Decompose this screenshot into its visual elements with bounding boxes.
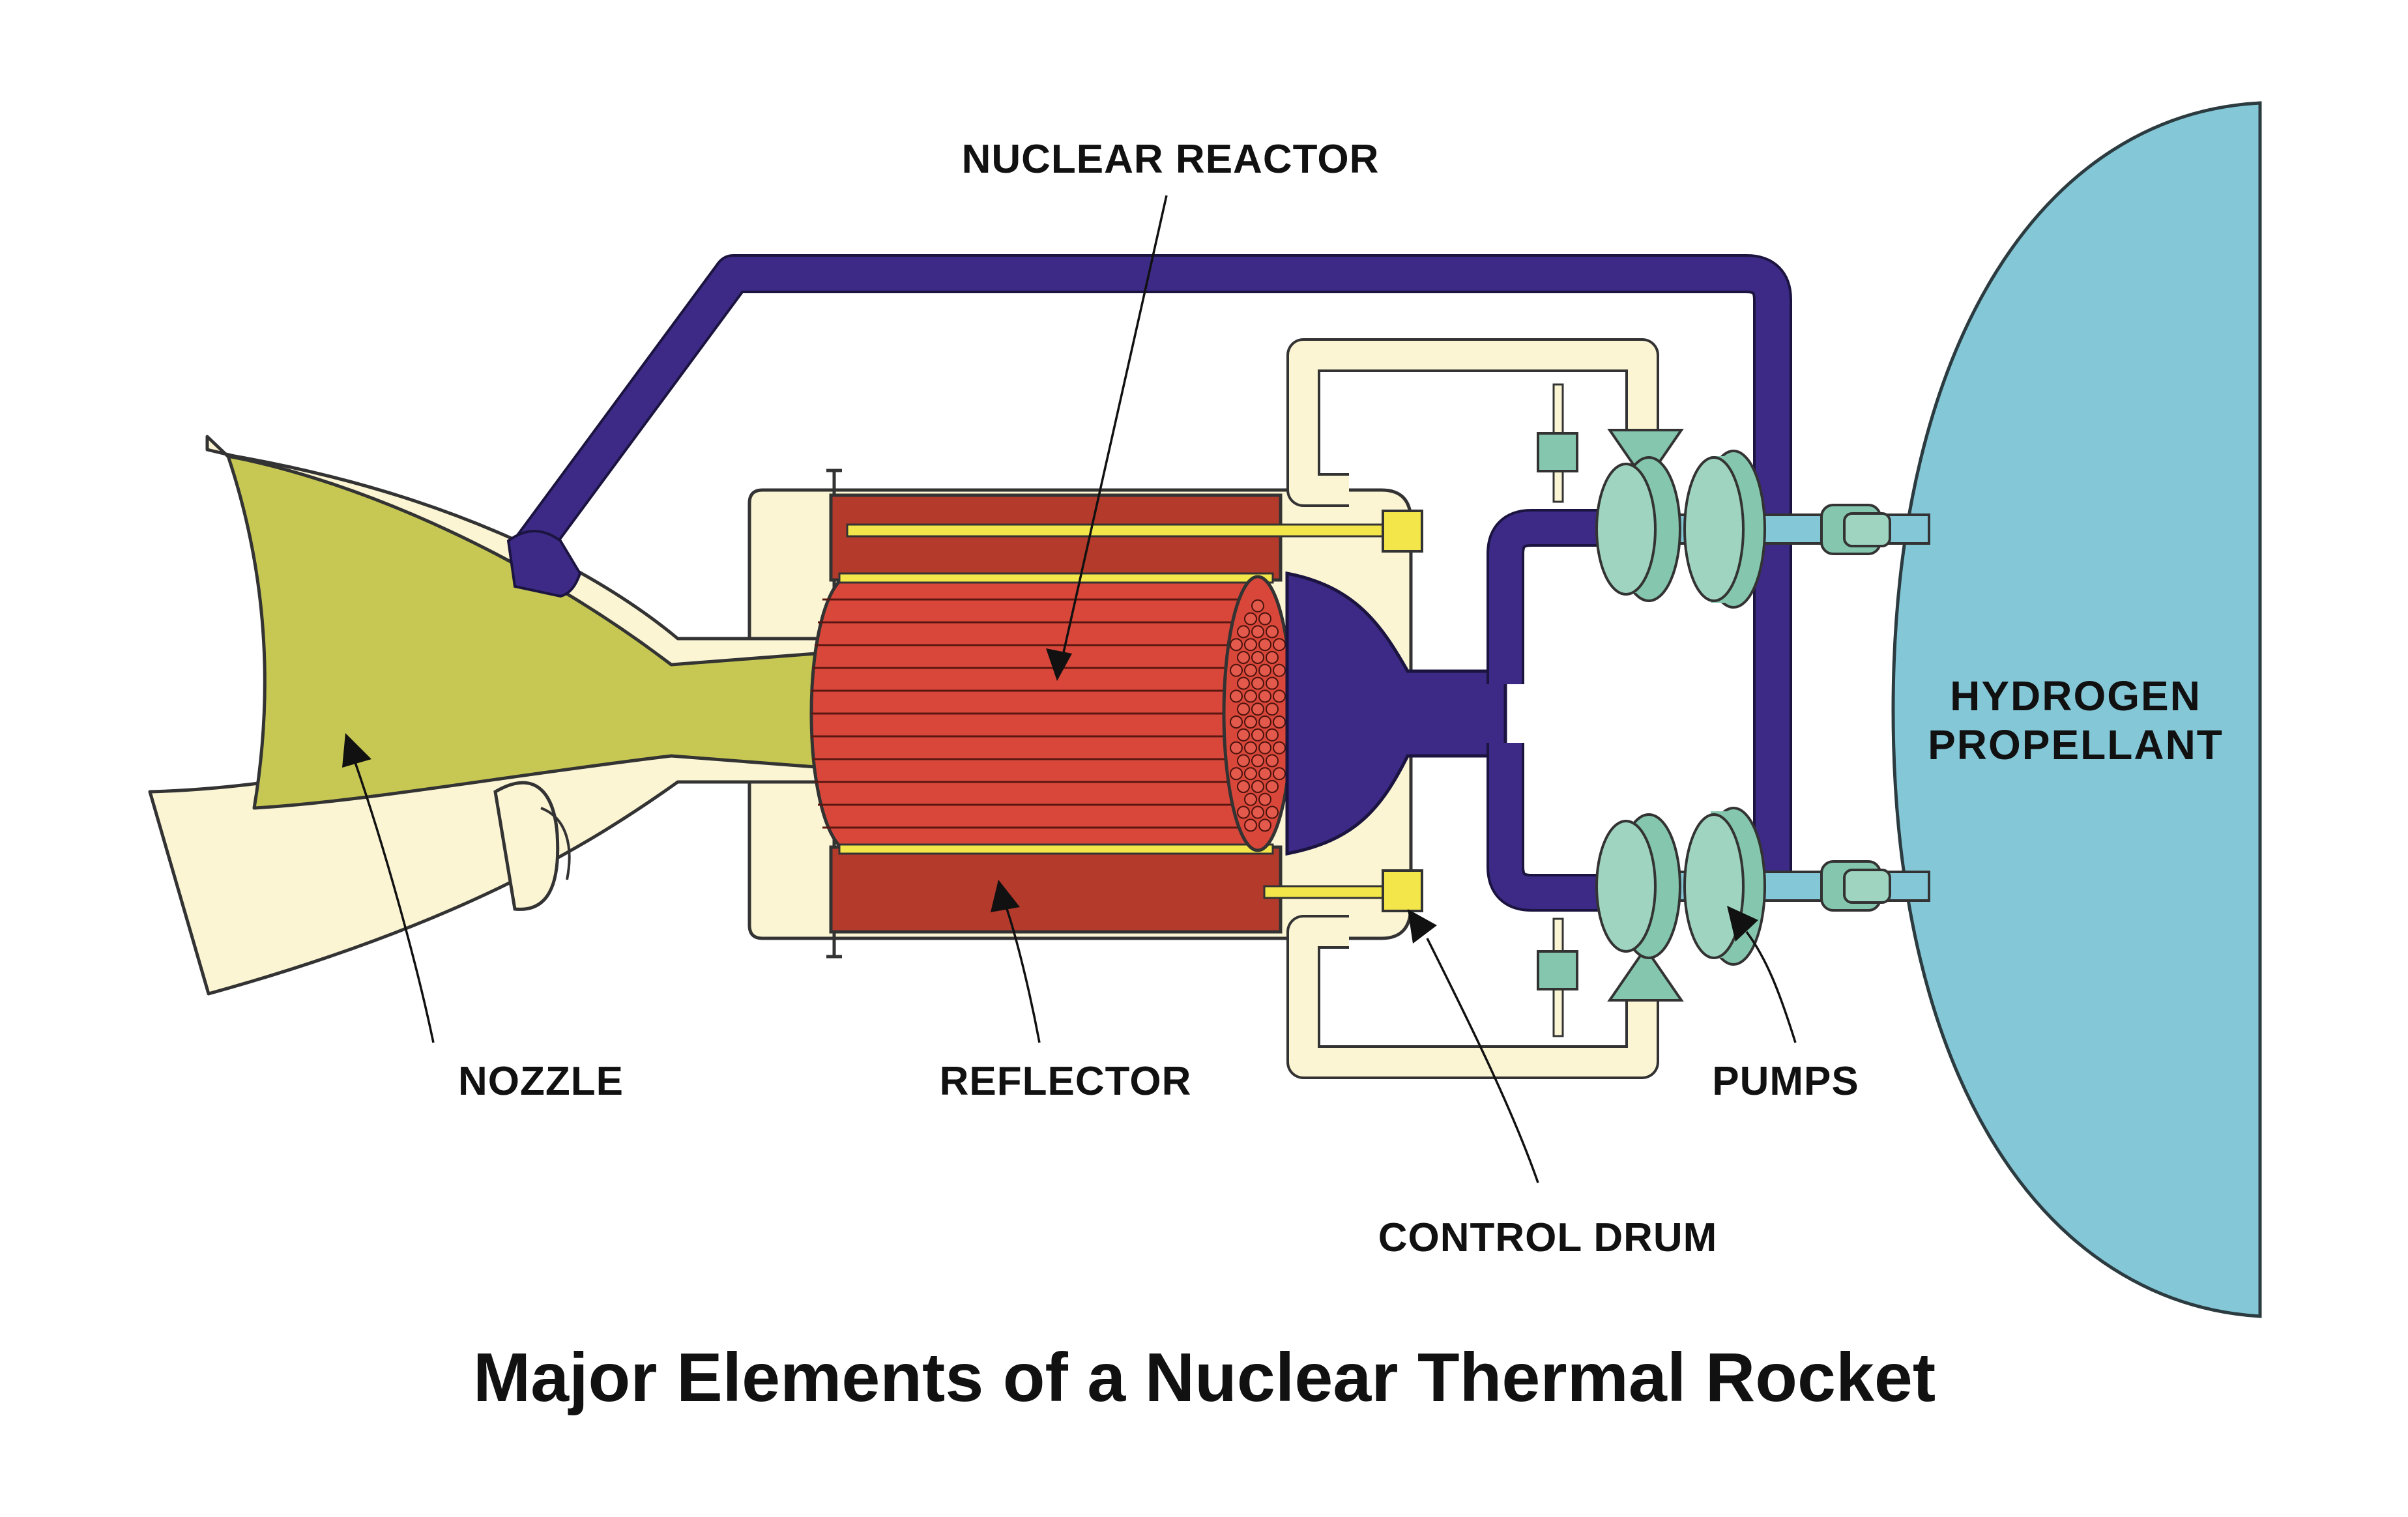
turbine-inlet-upper	[1607, 429, 1684, 485]
label-pumps: PUMPS	[1712, 1059, 1859, 1104]
pump-feed-line-upper-fill	[1489, 512, 1629, 684]
leader-reflector	[991, 880, 1041, 1043]
fuel-channel	[1230, 689, 1243, 703]
fuel-channel	[1251, 625, 1264, 639]
label-control-drum: CONTROL DRUM	[1378, 1215, 1718, 1260]
fuel-channel	[1230, 767, 1243, 781]
reflector-top	[829, 493, 1283, 582]
fuel-channel	[1230, 741, 1243, 755]
core-liner-top	[838, 572, 1274, 584]
control-drum-upper	[1382, 510, 1423, 553]
leader-nozzle	[342, 733, 435, 1043]
reactor-fuel-lines	[811, 598, 1264, 829]
upper-bypass-loop	[1286, 338, 1659, 507]
fuel-channel	[1244, 792, 1257, 806]
fuel-channel	[1237, 728, 1250, 742]
fuel-channel	[1230, 638, 1243, 652]
fuel-channel	[1266, 625, 1279, 639]
fuel-channel	[1251, 599, 1264, 613]
fuel-channel	[1244, 818, 1257, 832]
fuel-channel	[1266, 728, 1279, 742]
fuel-channel	[1237, 651, 1250, 664]
label-hydrogen-line2: PROPELLANT	[1928, 721, 2224, 768]
upper-bypass-loop-fill	[1289, 341, 1657, 504]
fuel-channel	[1237, 625, 1250, 639]
fuel-channel	[1244, 767, 1257, 781]
fuel-channel	[1244, 741, 1257, 755]
fuel-channel	[1266, 780, 1279, 793]
fuel-channel	[1266, 676, 1279, 690]
fuel-channel	[1258, 767, 1271, 781]
fuel-channel	[1230, 663, 1243, 677]
fuel-channel	[1237, 754, 1250, 768]
control-rod-upper	[846, 523, 1402, 538]
fuel-channel	[1258, 818, 1271, 832]
leader-control-drum	[1408, 909, 1539, 1183]
fuel-channel	[1258, 638, 1271, 652]
core-liner-bottom	[838, 843, 1274, 855]
fuel-channel	[1251, 754, 1264, 768]
fuel-channel	[1273, 767, 1286, 781]
diagram-title: Major Elements of a Nuclear Thermal Rock…	[473, 1339, 1936, 1416]
fuel-channel	[1244, 663, 1257, 677]
fuel-channel	[1273, 663, 1286, 677]
fuel-channel	[1251, 728, 1264, 742]
reflector-bottom	[829, 845, 1283, 934]
fuel-channel	[1244, 612, 1257, 626]
fuel-channel	[1230, 715, 1243, 729]
valve-lower	[1537, 950, 1578, 990]
turbine-inlet-lower	[1607, 946, 1684, 1002]
fuel-channel	[1237, 676, 1250, 690]
fuel-channel	[1251, 780, 1264, 793]
fuel-channel	[1251, 805, 1264, 819]
label-hydrogen-line1: HYDROGEN	[1950, 672, 2201, 719]
lower-bypass-loop-fill	[1289, 917, 1657, 1076]
leader-nuclear-reactor	[1046, 195, 1168, 681]
fuel-channel	[1244, 715, 1257, 729]
control-rod-lower	[1263, 885, 1402, 899]
fuel-channel	[1244, 689, 1257, 703]
valve-upper	[1537, 432, 1578, 472]
pump-assembly-upper	[1595, 450, 1891, 609]
fuel-channel	[1258, 715, 1271, 729]
fuel-channel	[1244, 638, 1257, 652]
fuel-channel	[1266, 754, 1279, 768]
nozzle-throat-bulge	[493, 781, 560, 911]
fuel-channel	[1273, 638, 1286, 652]
coolant-pipe-elbow	[506, 530, 582, 598]
lower-bypass-loop	[1286, 915, 1659, 1079]
fuel-channel	[1273, 715, 1286, 729]
fuel-channel	[1266, 651, 1279, 664]
fuel-channel	[1251, 676, 1264, 690]
fuel-channel	[1251, 651, 1264, 664]
leader-pumps	[1727, 906, 1797, 1043]
fuel-channel	[1273, 741, 1286, 755]
fuel-channel	[1258, 689, 1271, 703]
fuel-channel	[1258, 663, 1271, 677]
label-reflector: REFLECTOR	[940, 1059, 1192, 1104]
label-nuclear-reactor: NUCLEAR REACTOR	[962, 137, 1380, 182]
coolant-return-pipe-fill	[514, 257, 1790, 873]
fuel-channel	[1237, 702, 1250, 716]
fuel-channel	[1237, 805, 1250, 819]
fuel-channel	[1251, 702, 1264, 716]
fuel-channel	[1273, 689, 1286, 703]
label-nozzle: NOZZLE	[458, 1059, 624, 1104]
pump-feed-line-lower-fill	[1489, 743, 1629, 909]
nozzle-throat-contour	[540, 807, 571, 880]
fuel-channel	[1258, 792, 1271, 806]
fuel-channel	[1237, 780, 1250, 793]
core-fuel-channels	[1230, 599, 1286, 832]
pump-assembly-lower	[1595, 807, 1891, 966]
control-drum-lower	[1382, 869, 1423, 912]
hydrogen-propellant-tank	[1891, 101, 2262, 1318]
fuel-channel	[1258, 612, 1271, 626]
nozzle-body	[226, 454, 843, 810]
fuel-channel	[1266, 805, 1279, 819]
fuel-channel	[1258, 741, 1271, 755]
fuel-channel	[1266, 702, 1279, 716]
